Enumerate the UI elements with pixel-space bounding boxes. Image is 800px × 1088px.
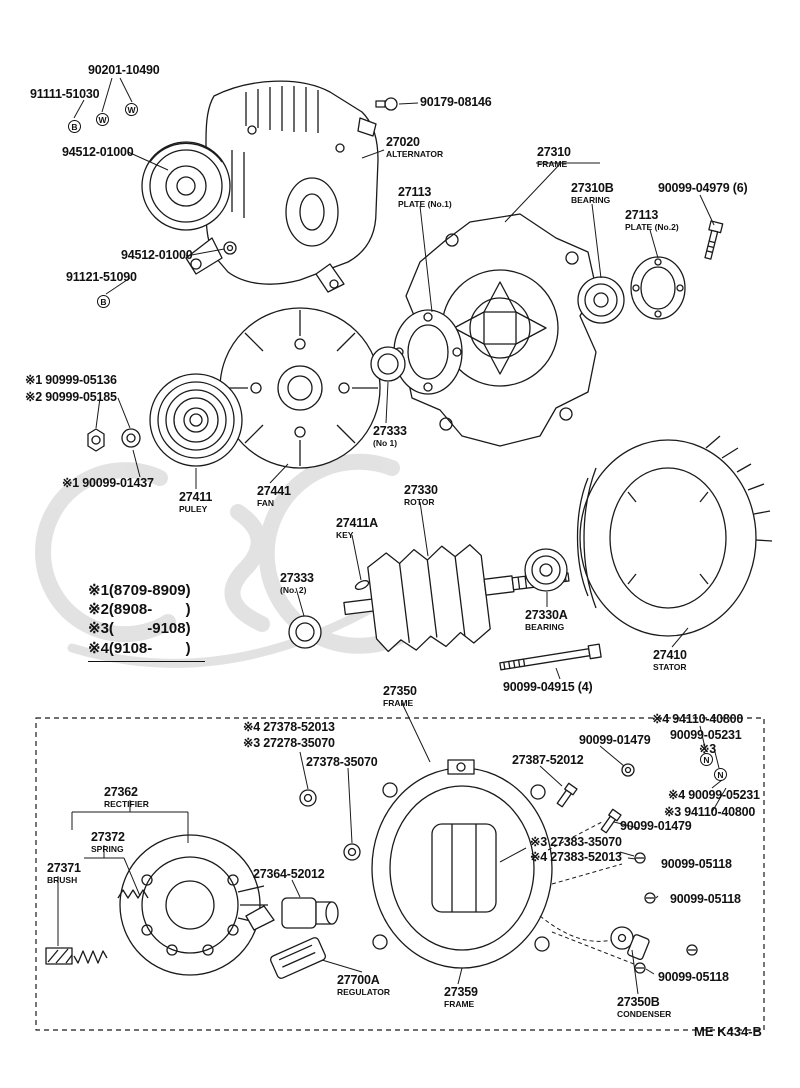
insulator-grommets-drawing [299, 789, 361, 861]
rear-frame-drawing [371, 759, 553, 969]
condenser-drawing [610, 926, 650, 961]
part-label-27364-52012: 27364-52012 [253, 867, 325, 881]
legend-row-4: ※4(9108- ) [88, 639, 191, 657]
brush-holder-drawing [245, 897, 339, 931]
part-label-90099-04915: 90099-04915 (4) [503, 680, 593, 694]
part-label-94512-01000-a: 94512-01000 [62, 145, 134, 159]
alternator-assembly-drawing [141, 80, 379, 293]
part-label-90201-10490: 90201-10490 [88, 63, 160, 77]
plate-no1-drawing [393, 309, 463, 395]
part-label-94110-40800-b: ※3 94110-40800 [664, 805, 756, 819]
part-label-27333-no1: 27333(No 1) [373, 424, 407, 448]
bearing-27330a-drawing [524, 548, 568, 592]
legend-row-1: ※1(8709-8909) [88, 582, 191, 599]
through-bolt-drawing [499, 643, 602, 671]
brush-drawing [45, 947, 108, 965]
dashed-leader-lines [539, 821, 635, 965]
pulley-drawing [149, 373, 243, 467]
part-label-91111-51030: 91111-51030 [30, 87, 100, 101]
part-label-asterisk-3: ※3 [699, 742, 717, 756]
brush-spring-drawing [117, 889, 149, 899]
part-label-94512-01000-b: 94512-01000 [121, 248, 193, 262]
fastener-marker-b1: B [68, 120, 81, 133]
stator-drawing [576, 435, 773, 637]
bolt-90179-08146-drawing [375, 97, 398, 111]
part-label-27383-52013: ※4 27383-52013 [530, 850, 622, 864]
regulator-drawing [269, 937, 327, 979]
fastener-marker-n2: N [714, 768, 727, 781]
part-label-90099-05118-c: 90099-05118 [658, 970, 729, 984]
key-drawing [354, 580, 370, 590]
part-label-27387-52012: 27387-52012 [512, 753, 584, 767]
part-label-90999-05185: ※2 90999-05185 [25, 390, 117, 404]
part-label-90099-04979: 90099-04979 (6) [658, 181, 748, 195]
drawing-code: ME K434-B [694, 1024, 762, 1039]
seal-no1-drawing [370, 346, 406, 382]
small-fasteners-drawing [556, 763, 698, 974]
part-label-90099-01479-a: 90099-01479 [579, 733, 651, 747]
part-label-94110-40800-a: ※4 94110-40800 [652, 712, 744, 726]
fastener-marker-b2: B [97, 295, 110, 308]
bolt-90099-04979-drawing [704, 220, 724, 260]
legend-row-2: ※2(8908- ) [88, 601, 191, 619]
part-label-90179-08146: 90179-08146 [420, 95, 492, 109]
subassembly-boundary-box [35, 717, 765, 1031]
fastener-marker-n1: N [700, 753, 713, 766]
rectifier-drawing [117, 834, 268, 976]
plate-no2-drawing [630, 256, 686, 320]
fan-drawing [219, 307, 381, 469]
part-label-27378-35070: 27378-35070 [306, 755, 378, 769]
leader-lines [57, 77, 727, 995]
part-label-90099-05231-a: 90099-05231 [670, 728, 742, 742]
fastener-marker-w2: W [125, 103, 138, 116]
part-label-27333-no2: 27333(No. 2) [280, 571, 314, 595]
part-label-27278-35070: ※3 27278-35070 [243, 736, 335, 750]
part-label-91121-51090: 91121-51090 [66, 270, 137, 284]
seal-no2-drawing [288, 615, 322, 649]
legend-row-3: ※3( -9108) [88, 620, 191, 638]
asterisk-legend: ※1(8709-8909) ※2(8908- ) ※3( -9108) ※4(9… [88, 581, 205, 662]
part-label-90099-05231-b: ※4 90099-05231 [668, 788, 760, 802]
part-label-90099-05118-b: 90099-05118 [670, 892, 741, 906]
part-label-90099-01479-b: 90099-01479 [620, 819, 692, 833]
bearing-27310b-drawing [577, 276, 625, 324]
part-label-90099-05118-a: 90099-05118 [661, 857, 732, 871]
part-label-90099-01437: ※1 90099-01437 [62, 476, 154, 490]
nut-washer-drawing [87, 241, 237, 452]
part-label-27383-35070: ※3 27383-35070 [530, 835, 622, 849]
part-label-27378-52013: ※4 27378-52013 [243, 720, 335, 734]
part-label-90999-05136: ※1 90999-05136 [25, 373, 117, 387]
fastener-marker-w1: W [96, 113, 109, 126]
